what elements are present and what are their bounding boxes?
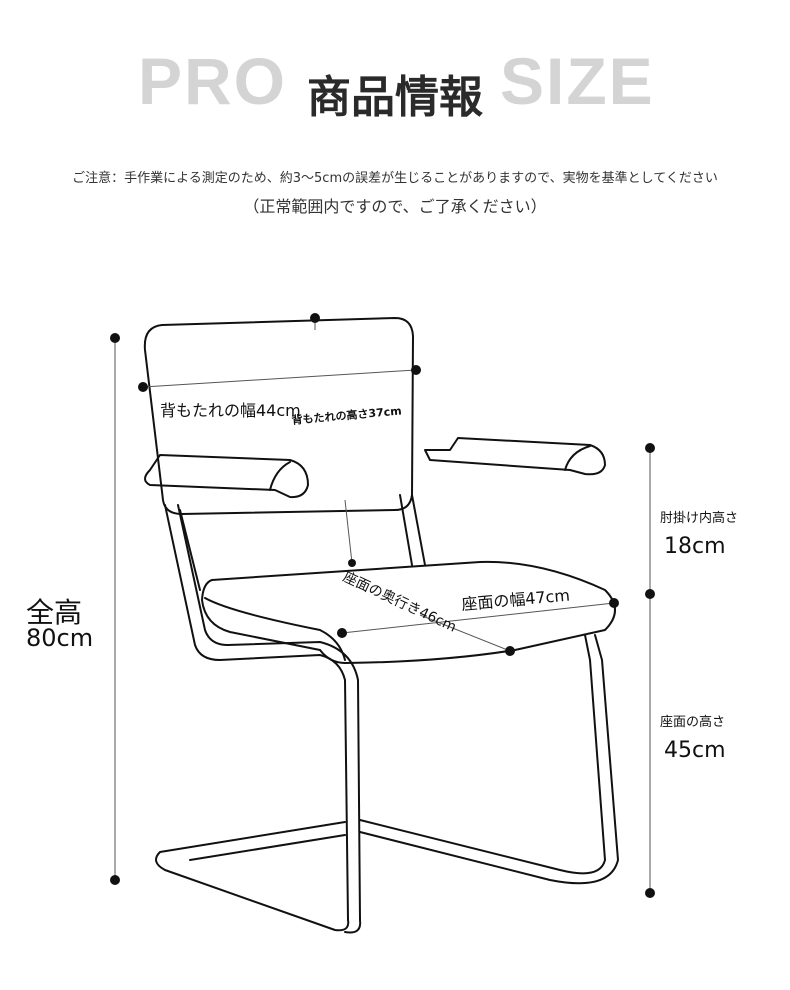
seat-depth-label: 座面の奥行き46cm	[340, 568, 459, 635]
dim-point	[110, 333, 120, 343]
backrest-height-label: 背もたれの高さ37cm	[291, 403, 402, 427]
seat-height-value: 45cm	[664, 738, 726, 763]
backrest-outline	[143, 317, 414, 515]
frame-left-tube	[164, 504, 349, 921]
seat-height-label: 座面の高さ	[660, 714, 725, 730]
frame-base-left	[155, 821, 350, 932]
seat-outline	[201, 560, 616, 664]
dim-point	[411, 365, 421, 375]
measurement-note-sub: （正常範囲内ですので、ご了承ください）	[243, 197, 547, 216]
left-armrest	[144, 454, 309, 499]
frame-base-right-inner	[359, 634, 619, 885]
page-title: 商品情報	[307, 72, 483, 123]
dim-point	[337, 628, 347, 638]
armrest-height-value: 18cm	[664, 534, 726, 559]
dim-point	[310, 313, 320, 323]
dim-point	[138, 382, 148, 392]
frame-base-left-inner	[344, 919, 362, 934]
watermark-pro: PRO	[138, 44, 288, 118]
frame-base-cross	[189, 834, 346, 861]
dim-point	[505, 646, 515, 656]
watermark-size: SIZE	[500, 44, 655, 118]
total-height-label: 全高	[26, 596, 82, 629]
dim-point	[348, 559, 356, 567]
dim-point	[645, 589, 655, 599]
dim-point	[609, 598, 619, 608]
seat-edge	[204, 597, 346, 661]
dim-point	[645, 888, 655, 898]
dim-point	[645, 443, 655, 453]
measurement-note: ご注意：手作業による測定のため、約3～5cmの誤差が生じることがありますので、実…	[72, 171, 718, 186]
right-armrest	[424, 437, 606, 476]
armrest-height-label: 肘掛け内高さ	[660, 510, 738, 526]
frame-left-tube-inner	[177, 504, 361, 921]
back-support-left	[179, 509, 201, 591]
dim-point	[110, 875, 120, 885]
backrest-width-label: 背もたれの幅44cm	[160, 401, 301, 420]
total-height-value: 80cm	[26, 624, 93, 652]
back-support-right	[399, 494, 426, 566]
frame-base-right	[359, 634, 606, 875]
